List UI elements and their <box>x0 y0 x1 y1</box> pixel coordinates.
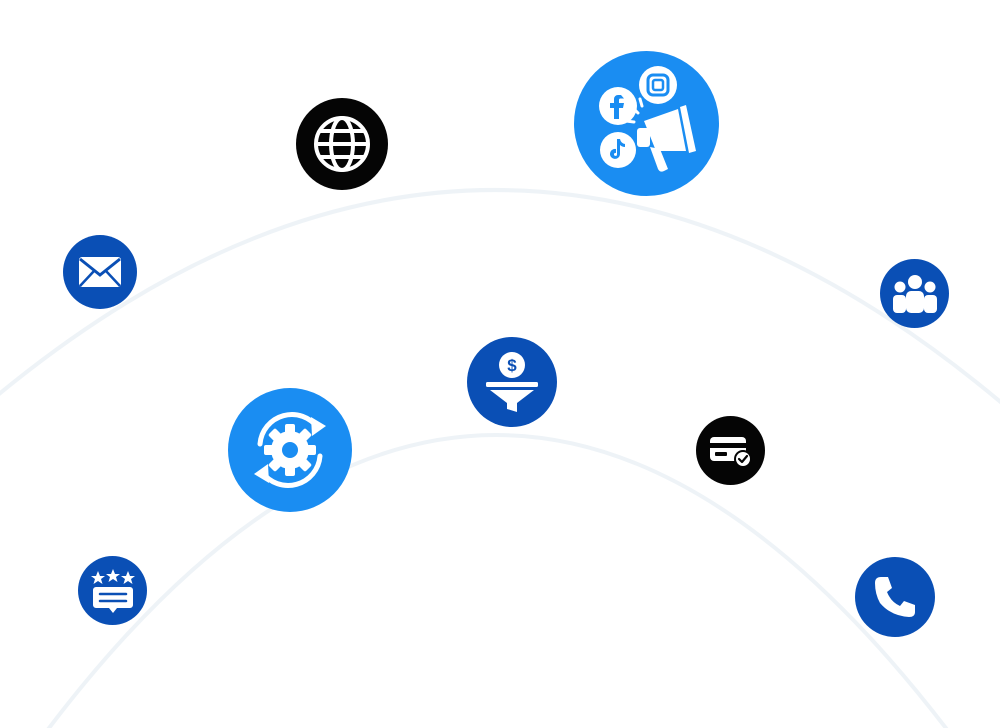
sales-funnel-dollar-icon: $ <box>486 352 538 412</box>
credit-card-check-icon <box>709 436 752 468</box>
megaphone-icon <box>637 105 696 172</box>
team-node <box>880 259 949 328</box>
svg-text:$: $ <box>507 356 517 375</box>
funnel-node: $ <box>467 337 557 427</box>
facebook-icon <box>599 87 637 125</box>
payment-node <box>696 416 765 485</box>
envelope-icon <box>79 257 121 287</box>
outer-arc <box>0 188 1000 405</box>
phone-node <box>855 557 935 637</box>
social-media-node <box>574 51 719 196</box>
phone-icon <box>875 577 915 617</box>
group-icon <box>892 274 937 313</box>
automation-node <box>228 388 352 512</box>
social-media-megaphone-icon <box>599 66 696 172</box>
inner-arc <box>46 433 949 728</box>
globe-icon <box>314 116 370 172</box>
globe-node <box>296 98 388 190</box>
instagram-icon <box>639 66 677 104</box>
tiktok-icon <box>600 132 636 168</box>
star-review-icon <box>90 568 135 613</box>
reviews-node <box>78 556 147 625</box>
email-node <box>63 235 137 309</box>
gear-sync-icon <box>254 412 326 488</box>
